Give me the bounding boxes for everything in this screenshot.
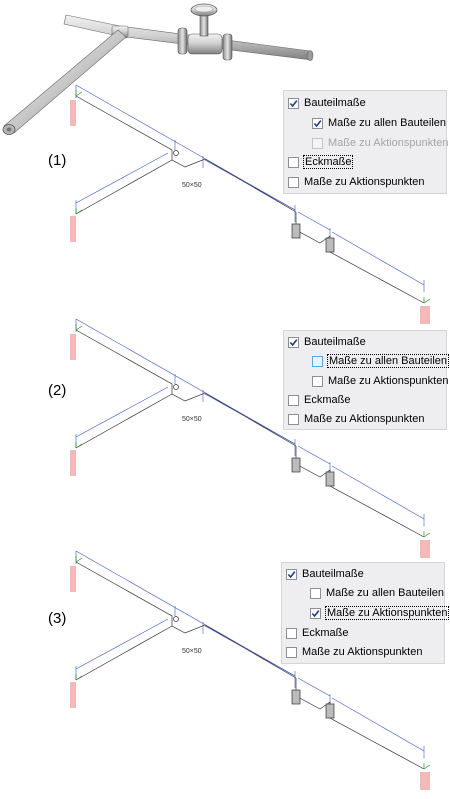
checkbox-icon[interactable]: [288, 336, 299, 348]
option-masse-zu-allen-bauteilen[interactable]: Maße zu allen Bauteilen: [310, 585, 444, 601]
option-eckmasse[interactable]: Eckmaße: [288, 154, 354, 170]
checkbox-icon[interactable]: [288, 394, 299, 406]
option-bauteilmasse[interactable]: Bauteilmaße: [288, 334, 366, 350]
option-bauteilmasse[interactable]: Bauteilmaße: [286, 566, 364, 582]
option-label: Bauteilmaße: [304, 336, 366, 348]
option-masse-zu-aktionspunkten[interactable]: Maße zu Aktionspunkten: [286, 644, 422, 660]
option-label: Maße zu Aktionspunkten: [302, 646, 423, 658]
option-label: Eckmaße: [302, 155, 354, 169]
checkbox-icon[interactable]: [288, 176, 299, 188]
checkbox-icon[interactable]: [286, 627, 297, 639]
option-label: Maße zu allen Bauteilen: [326, 354, 450, 368]
checkbox-icon[interactable]: [286, 568, 297, 580]
checkmark-icon: [313, 119, 322, 127]
checkmark-icon: [287, 570, 296, 578]
options-panel-1: Bauteilmaße Maße zu allen Bauteilen Maße…: [283, 90, 448, 194]
checkbox-icon[interactable]: [286, 646, 297, 658]
checkbox-icon[interactable]: [288, 156, 299, 168]
option-masse-zu-aktionspunkten[interactable]: Maße zu Aktionspunkten: [288, 411, 424, 427]
option-masse-zu-allen-bauteilen[interactable]: Maße zu allen Bauteilen: [312, 115, 446, 131]
checkmark-icon: [289, 99, 298, 107]
checkmark-icon: [311, 609, 320, 617]
checkbox-icon[interactable]: [310, 607, 321, 619]
option-label: Eckmaße: [302, 627, 349, 639]
dimension-50x50-3: 50×50: [182, 648, 202, 655]
pipe-3d-model: [2, 3, 314, 135]
option-label: Maße zu allen Bauteilen: [328, 117, 447, 129]
option-masse-zu-aktionspunkten-sub[interactable]: Maße zu Aktionspunkten: [312, 373, 448, 389]
checkbox-icon[interactable]: [288, 97, 299, 109]
option-label: Maße zu Aktionspunkten: [328, 375, 449, 387]
option-masse-zu-allen-bauteilen[interactable]: Maße zu allen Bauteilen: [312, 353, 450, 369]
option-label: Maße zu Aktionspunkten: [304, 413, 425, 425]
option-eckmasse[interactable]: Eckmaße: [286, 625, 348, 641]
step-label-3: (3): [48, 610, 67, 627]
option-label: Bauteilmaße: [302, 568, 364, 580]
checkbox-icon[interactable]: [312, 117, 323, 129]
option-bauteilmasse[interactable]: Bauteilmaße: [288, 95, 366, 111]
dimension-50x50-2: 50×50: [182, 416, 202, 423]
option-label: Maße zu Aktionspunkten: [304, 176, 425, 188]
options-panel-2: Bauteilmaße Maße zu allen Bauteilen Maße…: [283, 330, 450, 430]
option-masse-zu-aktionspunkten-sub[interactable]: Maße zu Aktionspunkten: [310, 605, 450, 621]
dimension-50x50-1: 50×50: [182, 182, 202, 189]
option-masse-zu-aktionspunkten-sub[interactable]: Maße zu Aktionspunkten: [312, 135, 448, 151]
checkmark-icon: [289, 338, 298, 346]
checkbox-icon[interactable]: [288, 413, 299, 425]
option-label: Maße zu Aktionspunkten: [328, 137, 449, 149]
step-label-1: (1): [48, 152, 67, 169]
options-panel-3: Bauteilmaße Maße zu allen Bauteilen Maße…: [281, 562, 450, 664]
checkbox-icon[interactable]: [312, 355, 323, 367]
option-label: Bauteilmaße: [304, 97, 366, 109]
option-label: Maße zu Aktionspunkten: [324, 606, 450, 620]
option-masse-zu-aktionspunkten[interactable]: Maße zu Aktionspunkten: [288, 174, 424, 190]
checkbox-icon[interactable]: [310, 587, 321, 599]
option-label: Maße zu allen Bauteilen: [326, 587, 445, 599]
checkbox-icon[interactable]: [312, 137, 323, 149]
checkbox-icon[interactable]: [312, 375, 323, 387]
step-label-2: (2): [48, 382, 67, 399]
option-eckmasse[interactable]: Eckmaße: [288, 392, 350, 408]
option-label: Eckmaße: [304, 394, 351, 406]
